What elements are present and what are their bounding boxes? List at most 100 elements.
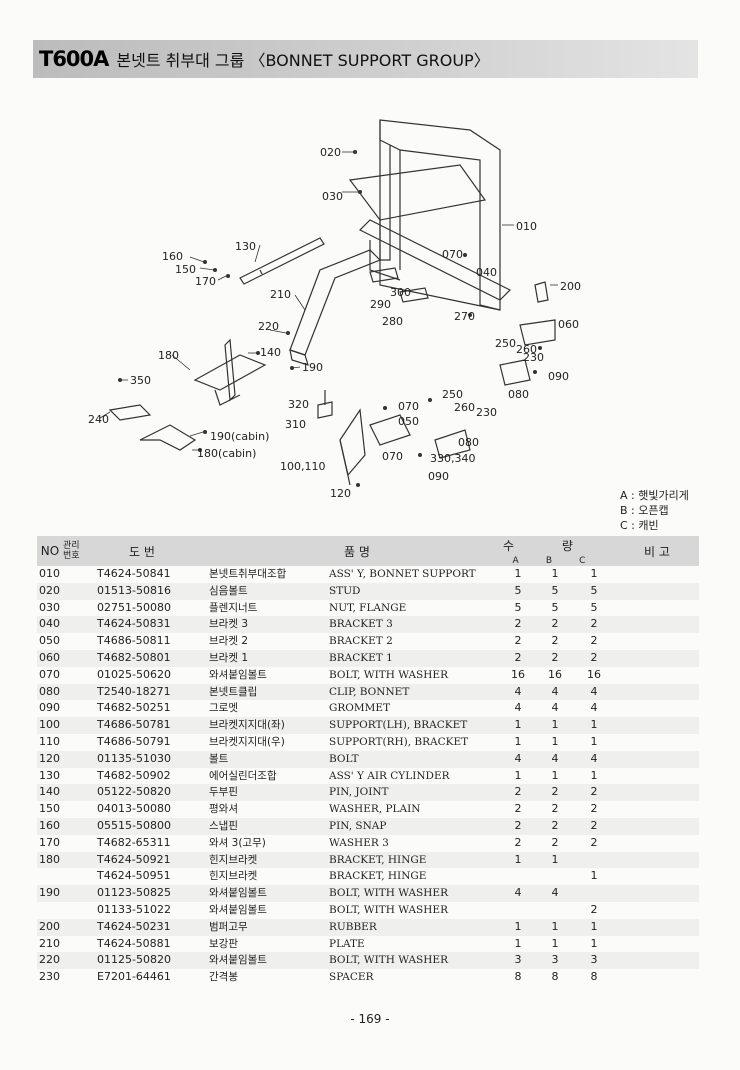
callout-label: 310: [285, 418, 306, 431]
qty-col-a: A: [512, 556, 519, 566]
row-no: 190: [39, 886, 60, 900]
row-no: 140: [39, 785, 60, 799]
row-name-korean: 볼트: [209, 752, 229, 765]
callout-label: 240: [88, 413, 109, 426]
row-part-number: 02751-50080: [97, 600, 171, 614]
callout-label: 120: [330, 487, 351, 500]
header-no: NO: [40, 544, 60, 558]
row-qty-a: 2: [514, 617, 522, 631]
row-name-english: SPACER: [329, 971, 374, 984]
row-name-korean: 본넷트클립: [209, 685, 258, 698]
row-name-korean: 와셔붙임볼트: [209, 954, 267, 967]
row-name-english: ASS' Y, BONNET SUPPORT: [329, 568, 476, 580]
row-name-english: BOLT, WITH WASHER: [329, 903, 448, 916]
header-remarks: 비 고: [644, 544, 670, 559]
row-qty-b: 1: [551, 919, 559, 933]
header-part-number: 도 번: [129, 544, 155, 559]
row-qty-b: 2: [551, 650, 559, 664]
row-name-english: BOLT, WITH WASHER: [329, 954, 448, 967]
row-name-korean: 브라켓 2: [209, 635, 248, 648]
qty-col-c: C: [579, 556, 586, 566]
row-name-english: BOLT, WITH WASHER: [329, 668, 448, 681]
row-name-korean: 보강판: [209, 937, 238, 950]
row-qty-b: 2: [551, 835, 559, 849]
row-qty-c: 1: [590, 768, 598, 782]
row-part-number: 01135-51030: [97, 751, 171, 765]
row-part-number: T2540-18271: [97, 684, 171, 698]
row-name-english: BRACKET 2: [329, 635, 393, 648]
row-no: 020: [39, 583, 60, 597]
row-name-korean: 플렌지너트: [209, 601, 258, 614]
row-no: [39, 902, 63, 919]
row-no: 230: [39, 970, 60, 984]
row-no: 070: [39, 667, 60, 681]
row-part-number: T4624-50951: [97, 869, 171, 883]
row-qty-b: 4: [551, 751, 559, 765]
row-no: 220: [39, 953, 60, 967]
callout-label: 050: [398, 415, 419, 428]
row-qty-b: 1: [551, 718, 559, 732]
row-qty-c: 1: [590, 734, 598, 748]
callout-label: 270: [454, 310, 475, 323]
row-qty-b: 4: [551, 684, 559, 698]
group-title: 본넷트 취부대 그룹 〈BONNET SUPPORT GROUP〉: [116, 51, 490, 70]
row-part-number: T4682-65311: [97, 835, 171, 849]
row-name-korean: 두부핀: [209, 786, 238, 799]
row-part-number: T4624-50841: [97, 567, 171, 580]
row-qty-c: 5: [590, 600, 598, 614]
exploded-parts-diagram: 020 030 010 130 160 150 170 210 200 070 …: [88, 119, 581, 500]
callout-label: 010: [516, 220, 537, 233]
callout-label: 260: [454, 401, 475, 414]
row-name-korean: 에어실린더조합: [209, 769, 277, 782]
row-qty-b: 2: [551, 617, 559, 631]
row-qty-c: 1: [590, 919, 598, 933]
row-no: 130: [39, 768, 60, 782]
row-qty-a: 1: [514, 852, 522, 866]
callout-label: 030: [322, 190, 343, 203]
row-name-english: WASHER, PLAIN: [329, 803, 421, 816]
row-no: 100: [39, 718, 60, 732]
callout-label: 320: [288, 398, 309, 411]
row-part-number: T4624-50881: [97, 936, 171, 950]
row-name-english: CLIP, BONNET: [329, 685, 410, 698]
callout-label: 180(cabin): [197, 447, 256, 460]
row-qty-c: 2: [590, 785, 598, 799]
row-qty-a: 2: [514, 818, 522, 832]
row-part-number: 01125-50820: [97, 953, 171, 967]
row-part-number: 01133-51022: [97, 902, 171, 916]
callout-label: 070: [442, 248, 463, 261]
callout-label: 100,110: [280, 460, 326, 473]
row-part-number: 05122-50820: [97, 785, 171, 799]
row-no: 160: [39, 818, 60, 832]
callout-label: 190: [302, 361, 323, 374]
row-name-korean: 와셔붙임볼트: [209, 887, 267, 900]
row-name-english: ASS' Y AIR CYLINDER: [329, 769, 450, 782]
row-name-korean: 힌지브라켓: [209, 853, 258, 866]
row-part-number: E7201-64461: [97, 970, 171, 984]
row-name-english: BRACKET, HINGE: [329, 853, 427, 866]
row-no: 010: [39, 567, 60, 580]
row-qty-a: 1: [514, 567, 522, 580]
row-part-number: T4686-50781: [97, 718, 171, 732]
row-name-english: WASHER 3: [329, 836, 389, 849]
callout-label: 190(cabin): [210, 430, 269, 443]
qty-col-b: B: [545, 556, 553, 566]
quantity-label: 수 량: [503, 539, 595, 553]
row-name-english: BRACKET 3: [329, 618, 393, 631]
row-qty-c: 4: [590, 701, 598, 715]
row-no: 090: [39, 701, 60, 715]
row-part-number: T4682-50902: [97, 768, 171, 782]
row-name-english: BRACKET 1: [329, 651, 393, 664]
callout-label: 250: [495, 337, 516, 350]
callout-label: 040: [476, 266, 497, 279]
row-name-english: PLATE: [329, 937, 365, 950]
row-no: 200: [39, 919, 60, 933]
